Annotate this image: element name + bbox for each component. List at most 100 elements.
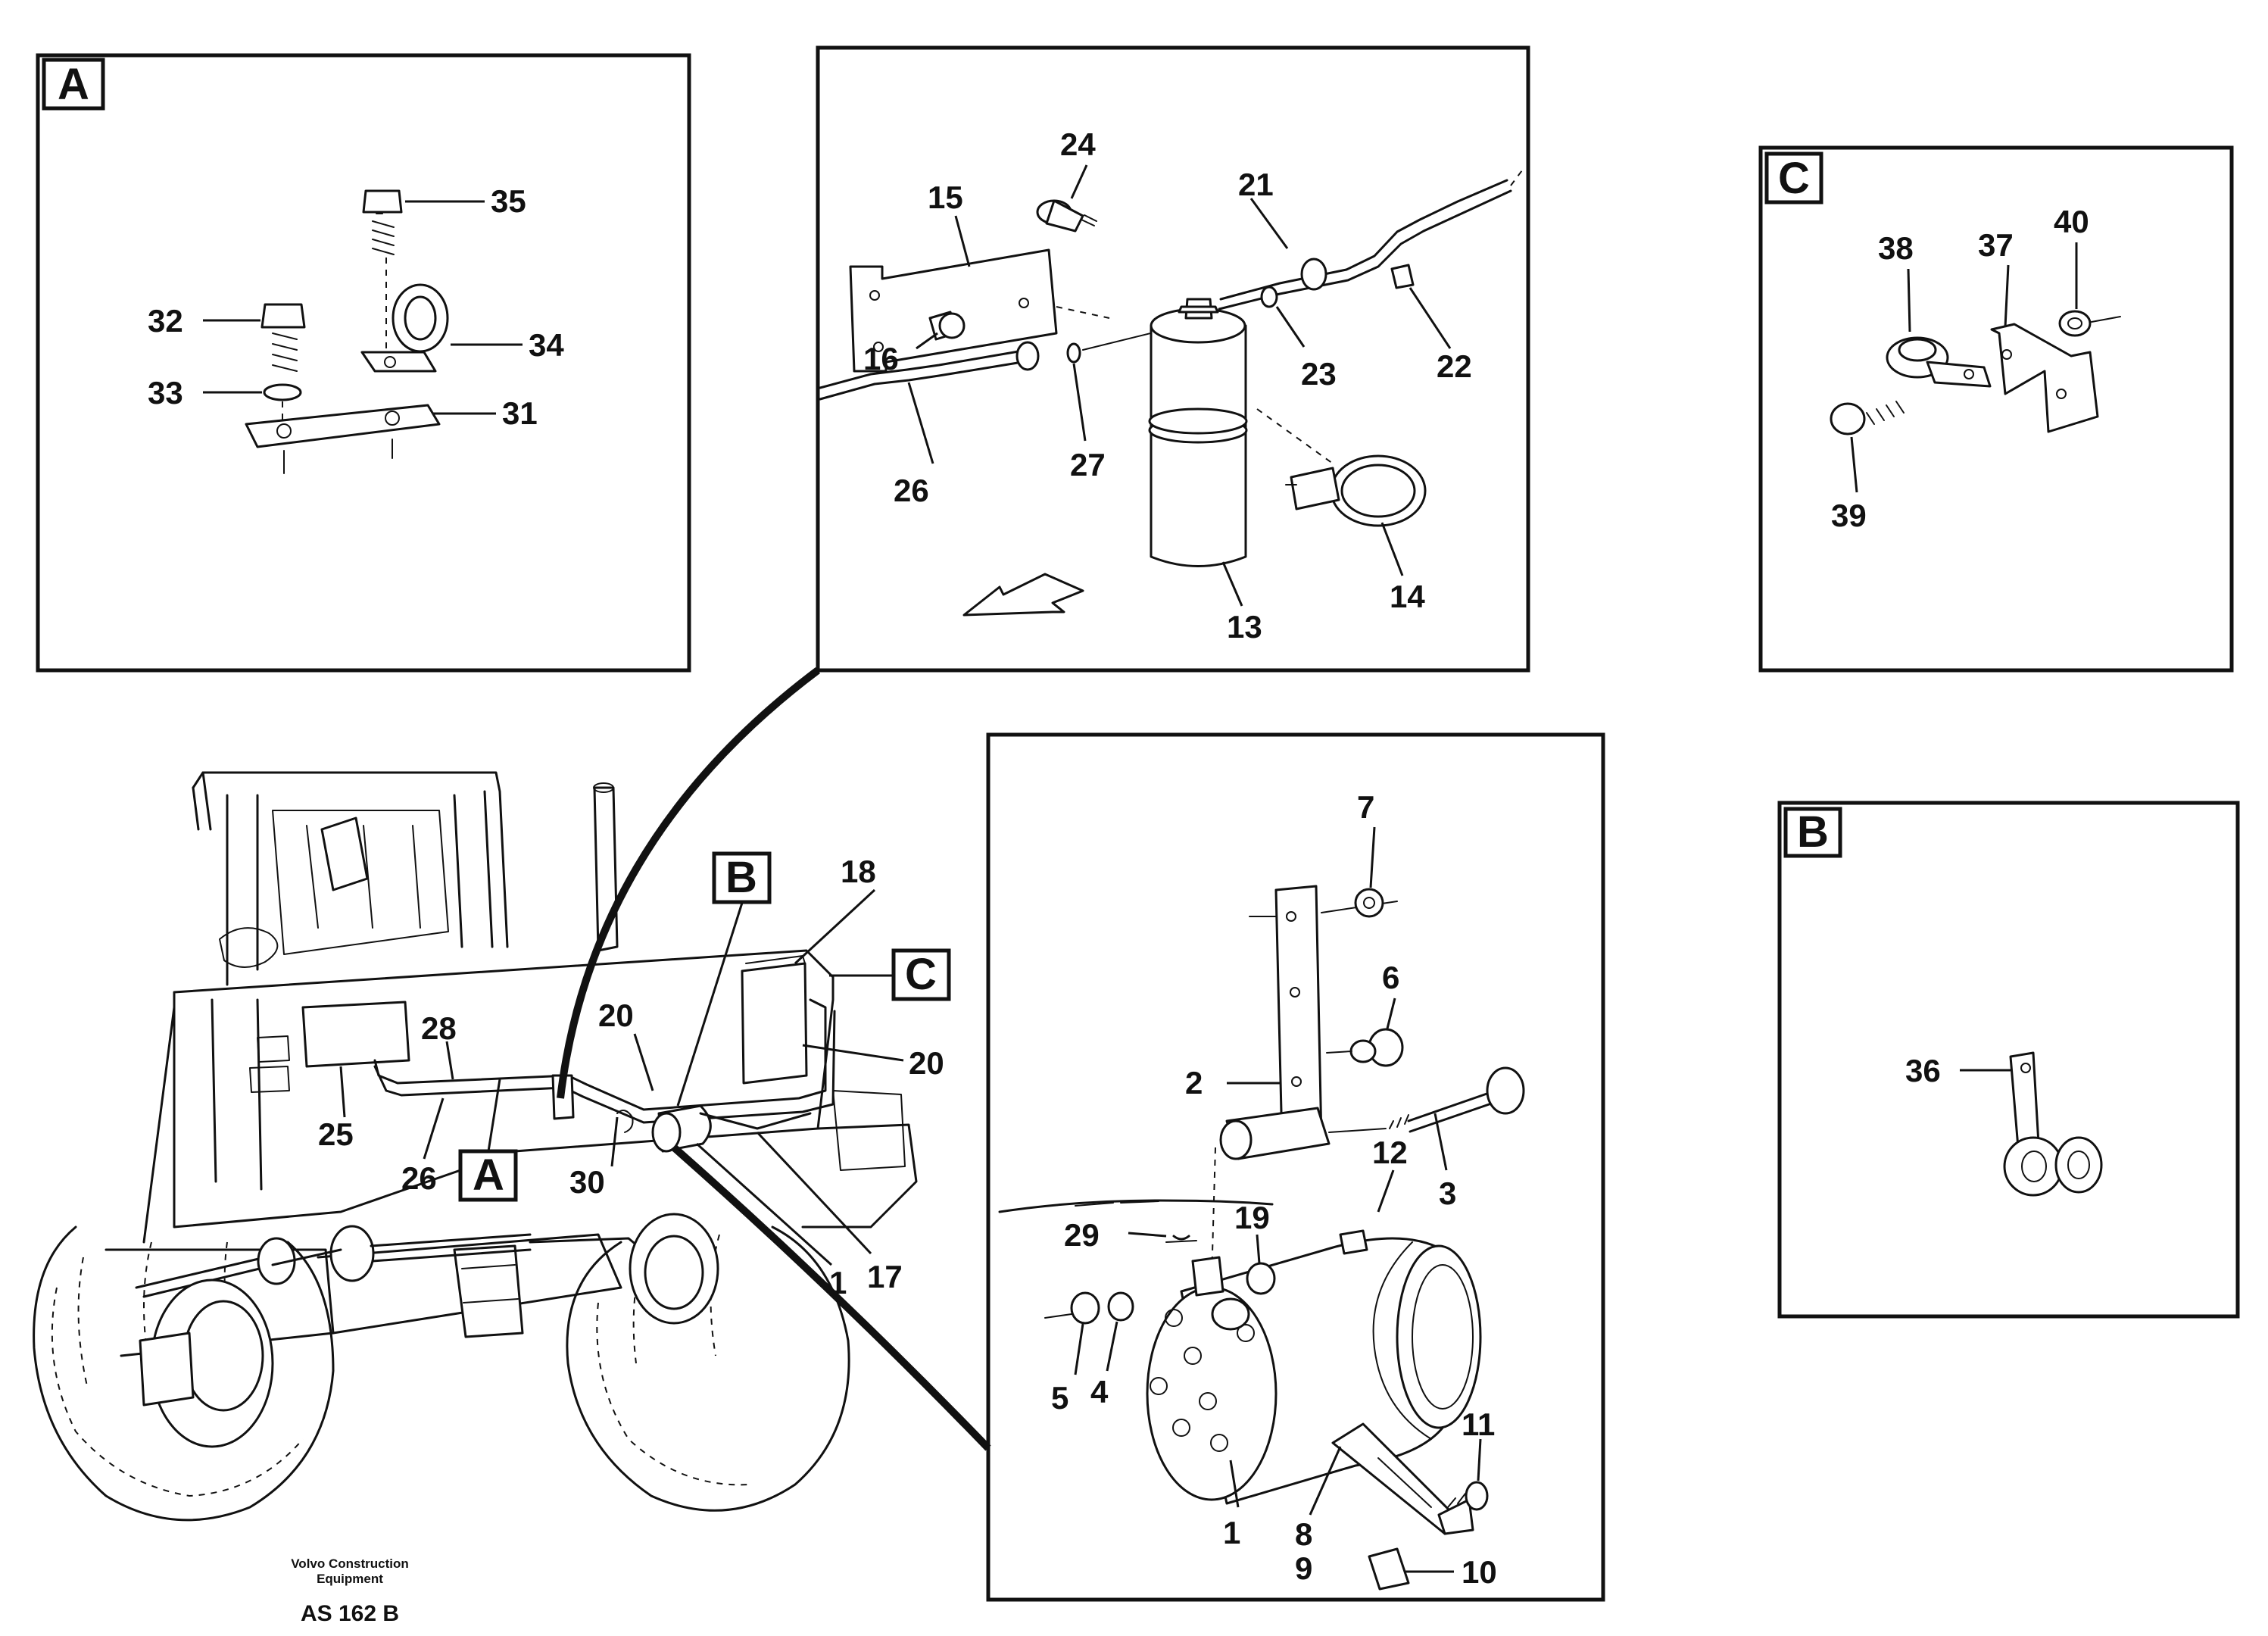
washer-7-drawing: [1354, 888, 1384, 918]
label-35: 35: [491, 183, 526, 219]
panel-a-frame: [36, 53, 691, 673]
bolt-32-drawing: [260, 303, 306, 439]
label-15: 15: [928, 180, 963, 215]
label-31: 31: [502, 395, 538, 431]
panel-c-frame: [1758, 145, 2234, 673]
bracket-15-drawing: [849, 248, 1110, 373]
label-25: 25: [318, 1116, 354, 1152]
bracket-2-drawing: [1211, 885, 1398, 1281]
overview-tag-c: C: [905, 950, 937, 999]
hose-12-drawing: [998, 1199, 1274, 1213]
label-11: 11: [1462, 1407, 1495, 1442]
panel-a-tag-box: [42, 58, 105, 111]
clamp-38-drawing: [1886, 336, 1992, 388]
label-24: 24: [1060, 126, 1096, 162]
label-14: 14: [1390, 579, 1425, 614]
brand-line-1: Volvo Construction: [291, 1556, 409, 1571]
label-12: 12: [1372, 1135, 1408, 1170]
nut-5-drawing: [1070, 1291, 1100, 1325]
nut-6-drawing: [1326, 1028, 1404, 1067]
overview-tag-c-box: [891, 948, 951, 1001]
panel-c-tag-box: [1764, 151, 1823, 204]
label-1-main: 1: [1223, 1515, 1240, 1550]
label-10: 10: [1462, 1554, 1497, 1590]
bracket-8-drawing: [1331, 1422, 1474, 1535]
overview-tag-a-box: [458, 1149, 518, 1202]
panel-compressor-frame: [986, 732, 1605, 1602]
label-28: 28: [421, 1010, 457, 1046]
front-wheel: [33, 1225, 335, 1522]
overview-tag-a: A: [473, 1151, 504, 1200]
label-3: 3: [1439, 1175, 1456, 1211]
label-19: 19: [1234, 1200, 1270, 1235]
drawing-code: AS 162 B: [301, 1601, 399, 1626]
panel-c-tag: C: [1778, 154, 1810, 203]
label-34: 34: [529, 327, 564, 363]
label-23: 23: [1301, 356, 1337, 392]
label-30: 30: [569, 1164, 605, 1200]
label-22: 22: [1437, 348, 1472, 384]
panel-a: A: [36, 53, 691, 673]
panel-b-tag: B: [1797, 807, 1829, 857]
panel-b-frame: [1777, 801, 2240, 1319]
panel-a-tag: A: [58, 60, 89, 109]
label-7: 7: [1357, 789, 1374, 825]
clamp-36-drawing: [2003, 1051, 2103, 1197]
panel-receiver-drier-frame: [816, 45, 1530, 673]
nut-40-drawing: [2058, 310, 2121, 337]
pipe-21-drawing: [1218, 170, 1523, 311]
label-18: 18: [841, 854, 876, 889]
machine-overview: B C A 18 20 20 28 25 26 30 17 1: [33, 771, 951, 1522]
label-9: 9: [1295, 1550, 1312, 1586]
overview-tag-b-box: [712, 851, 772, 904]
label-6: 6: [1382, 960, 1399, 995]
clamp-34-drawing: [360, 283, 449, 373]
label-16: 16: [863, 341, 899, 376]
label-33: 33: [148, 375, 183, 411]
bolt-3-drawing: [1328, 1066, 1525, 1133]
connector-arc-bottom: [671, 1144, 991, 1451]
label-5: 5: [1051, 1380, 1068, 1416]
connector-arc-top: [557, 667, 821, 1099]
label-13: 13: [1227, 609, 1262, 645]
label-21: 21: [1238, 167, 1274, 202]
cab-roof: [192, 771, 509, 948]
label-39: 39: [1831, 498, 1867, 533]
label-2: 2: [1185, 1065, 1203, 1101]
label-4: 4: [1090, 1374, 1109, 1410]
brand-line-2: Equipment: [317, 1572, 383, 1586]
o-ring-19-drawing: [1246, 1262, 1276, 1295]
clip-10-drawing: [1368, 1547, 1410, 1591]
label-20-right: 20: [909, 1045, 944, 1081]
label-20-left: 20: [598, 998, 634, 1033]
bolt-39-drawing: [1830, 401, 1905, 436]
bolt-11-drawing: [1447, 1481, 1489, 1511]
bolt-35-drawing: [362, 189, 403, 360]
label-36: 36: [1905, 1053, 1941, 1088]
label-27: 27: [1070, 447, 1106, 482]
label-26-overview: 26: [401, 1160, 437, 1196]
label-38: 38: [1878, 230, 1914, 266]
label-17: 17: [867, 1259, 903, 1294]
panel-c: C 38 37 40 39: [1758, 145, 2234, 673]
pin-29-drawing: [1172, 1235, 1190, 1241]
label-32: 32: [148, 303, 183, 339]
compressor-1-drawing: [1146, 1229, 1482, 1505]
label-8: 8: [1295, 1516, 1312, 1552]
label-40: 40: [2054, 204, 2089, 239]
bracket-37-drawing: [1990, 323, 2099, 433]
panel-b: B 36: [1777, 801, 2240, 1319]
plate-31-drawing: [245, 404, 441, 474]
direction-arrow-icon: [962, 573, 1084, 617]
overview-tag-b: B: [725, 853, 757, 902]
fitting-24-drawing: [1036, 199, 1097, 233]
footer: Volvo Construction Equipment AS 162 B: [291, 1556, 409, 1626]
washer-4-drawing: [1107, 1291, 1134, 1322]
label-37: 37: [1978, 227, 2014, 263]
rear-wheel: [566, 1213, 850, 1512]
panel-b-tag-box: [1783, 807, 1842, 858]
panel-receiver-drier: 15 24 16 26 27 21 23 22 13 14: [816, 45, 1530, 673]
drier-13-drawing: [1148, 298, 1248, 567]
label-26-top: 26: [894, 473, 929, 508]
